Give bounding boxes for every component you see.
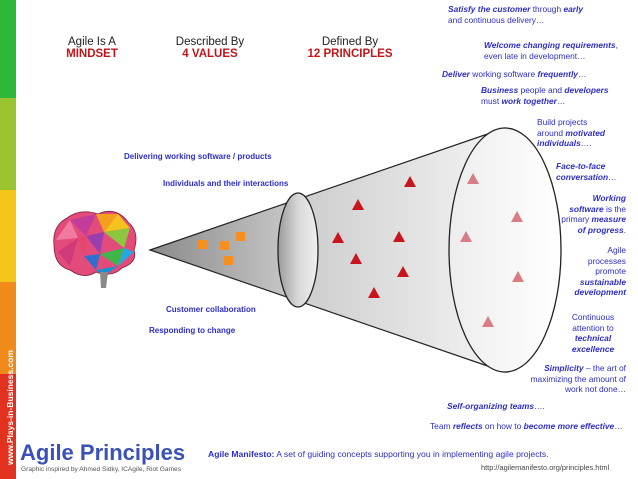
principle-triangle-faded — [511, 211, 523, 222]
principle-6: Face-to-face conversation… — [556, 161, 617, 182]
value-label-working-software: Delivering working software / products — [124, 152, 272, 161]
value-square — [224, 256, 233, 265]
sidebar-segment-green — [0, 0, 16, 98]
sidebar-segment-yellow — [0, 190, 16, 282]
principle-triangle — [352, 199, 364, 210]
manifesto-label: Agile Manifesto: — [208, 449, 275, 459]
principle-triangle — [332, 232, 344, 243]
principle-5: Build projects around motivated individu… — [537, 117, 605, 148]
manifesto-url-link[interactable]: http://agilemanifesto.org/principles.htm… — [481, 463, 610, 472]
sidebar-segment-lime — [0, 98, 16, 190]
header-values: Described By 4 VALUES — [140, 36, 280, 60]
principle-triangles — [332, 176, 416, 298]
value-label-individuals: Individuals and their interactions — [163, 179, 289, 188]
principle-triangle-faded — [482, 316, 494, 327]
footer-title: Agile Principles — [20, 440, 186, 465]
principle-3: Deliver working software frequently… — [442, 69, 587, 79]
principle-triangle-faded — [512, 271, 524, 282]
value-label-responding-to-change: Responding to change — [149, 326, 236, 335]
principle-triangle — [393, 231, 405, 242]
principle-11: Self-organizing teams…. — [447, 401, 545, 411]
principle-triangle — [368, 287, 380, 298]
principle-7: Working software is the primary measure … — [561, 193, 626, 235]
header-mindset: Agile Is A MINDSET — [22, 36, 162, 60]
value-square — [220, 241, 229, 250]
sidebar: www.Plays-in-Business.com — [0, 0, 16, 479]
principle-10: Simplicity – the art of maximizing the a… — [530, 363, 626, 394]
value-squares — [198, 232, 245, 265]
sidebar-segment-red — [0, 374, 16, 479]
value-label-customer-collaboration: Customer collaboration — [166, 305, 256, 314]
principle-triangle-faded — [467, 173, 479, 184]
principle-9: Continuous attention to technical excell… — [571, 312, 615, 354]
header-values-line2: 4 VALUES — [182, 48, 238, 60]
manifesto-text: Agile Manifesto: A set of guiding concep… — [208, 449, 549, 459]
principle-triangle — [397, 266, 409, 277]
principle-2: Welcome changing requirements, even late… — [484, 40, 618, 61]
header-principles-line2: 12 PRINCIPLES — [307, 48, 393, 60]
principle-triangle — [350, 253, 362, 264]
principle-triangle — [404, 176, 416, 187]
footer-credit: Graphic inspired by Ahmed Sidky, ICAgile… — [21, 466, 182, 473]
header-principles-line1: Defined By — [321, 36, 379, 48]
header-mindset-line1: Agile Is A — [68, 36, 116, 48]
header-principles: Defined By 12 PRINCIPLES — [280, 36, 420, 60]
cone-opening-ellipse — [448, 127, 562, 373]
value-square — [236, 232, 245, 241]
principle-4: Business people and developers must work… — [481, 85, 609, 106]
principle-triangle-faded — [460, 231, 472, 242]
brain-icon — [53, 210, 137, 288]
principle-1: Satisfy the customer through early and c… — [448, 4, 584, 25]
manifesto-description: A set of guiding concepts supporting you… — [274, 449, 549, 459]
sidebar-segment-orange — [0, 282, 16, 374]
cone-middle-ellipse — [277, 192, 319, 308]
header-values-line1: Described By — [175, 36, 245, 48]
principle-triangles-faded — [460, 173, 524, 327]
header-mindset-line2: MINDSET — [66, 48, 118, 60]
principle-8: Agile processes promote sustainable deve… — [574, 245, 626, 297]
value-square — [198, 240, 207, 249]
principle-12: Team reflects on how to become more effe… — [430, 421, 623, 431]
